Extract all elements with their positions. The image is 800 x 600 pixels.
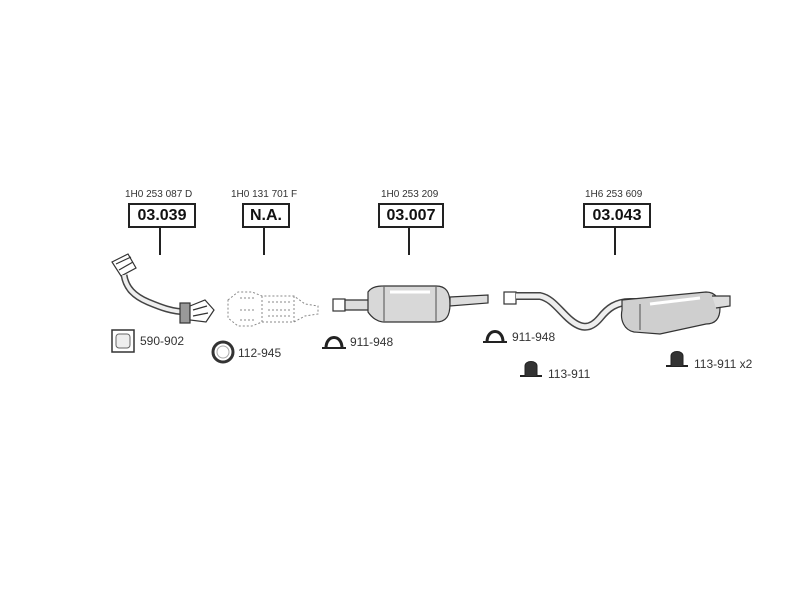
fitting-label-gasket: 590-902 xyxy=(140,334,185,348)
part-code-rear-silencer[interactable]: 03.043 xyxy=(583,203,651,228)
rear-silencer-icon[interactable] xyxy=(503,291,731,335)
front-pipe-icon[interactable] xyxy=(111,253,215,324)
part-code-catalytic-converter[interactable]: N.A. xyxy=(242,203,290,228)
middle-silencer-icon[interactable] xyxy=(332,285,489,323)
rubber-mount-icon-x2[interactable] xyxy=(666,351,688,367)
catalytic-converter-icon[interactable] xyxy=(227,291,319,327)
fitting-label-rubber-mount: 113-911 xyxy=(548,367,591,381)
pipe-clamp-icon-rear[interactable] xyxy=(483,330,507,343)
rubber-mount-icon[interactable] xyxy=(520,361,542,377)
fitting-label-clamp-middle: 911-948 xyxy=(350,335,394,349)
oe-number-rear-silencer: 1H6 253 609 xyxy=(585,189,643,200)
fitting-label-rubber-mount-x2: 113-911 x2 xyxy=(694,357,753,371)
leader-lines xyxy=(159,228,616,255)
oe-number-catalytic-converter: 1H0 131 701 F xyxy=(231,189,298,200)
pipe-clamp-icon[interactable] xyxy=(322,336,346,349)
seal-ring-icon[interactable] xyxy=(211,340,235,364)
part-code-middle-silencer[interactable]: 03.007 xyxy=(378,203,444,228)
gasket-icon[interactable] xyxy=(111,329,135,353)
oe-number-front-pipe: 1H0 253 087 D xyxy=(125,189,193,200)
part-code-front-pipe[interactable]: 03.039 xyxy=(128,203,196,228)
fitting-label-clamp-rear: 911-948 xyxy=(512,330,556,344)
oe-number-middle-silencer: 1H0 253 209 xyxy=(381,189,439,200)
fitting-label-seal-ring: 112-945 xyxy=(238,346,282,360)
